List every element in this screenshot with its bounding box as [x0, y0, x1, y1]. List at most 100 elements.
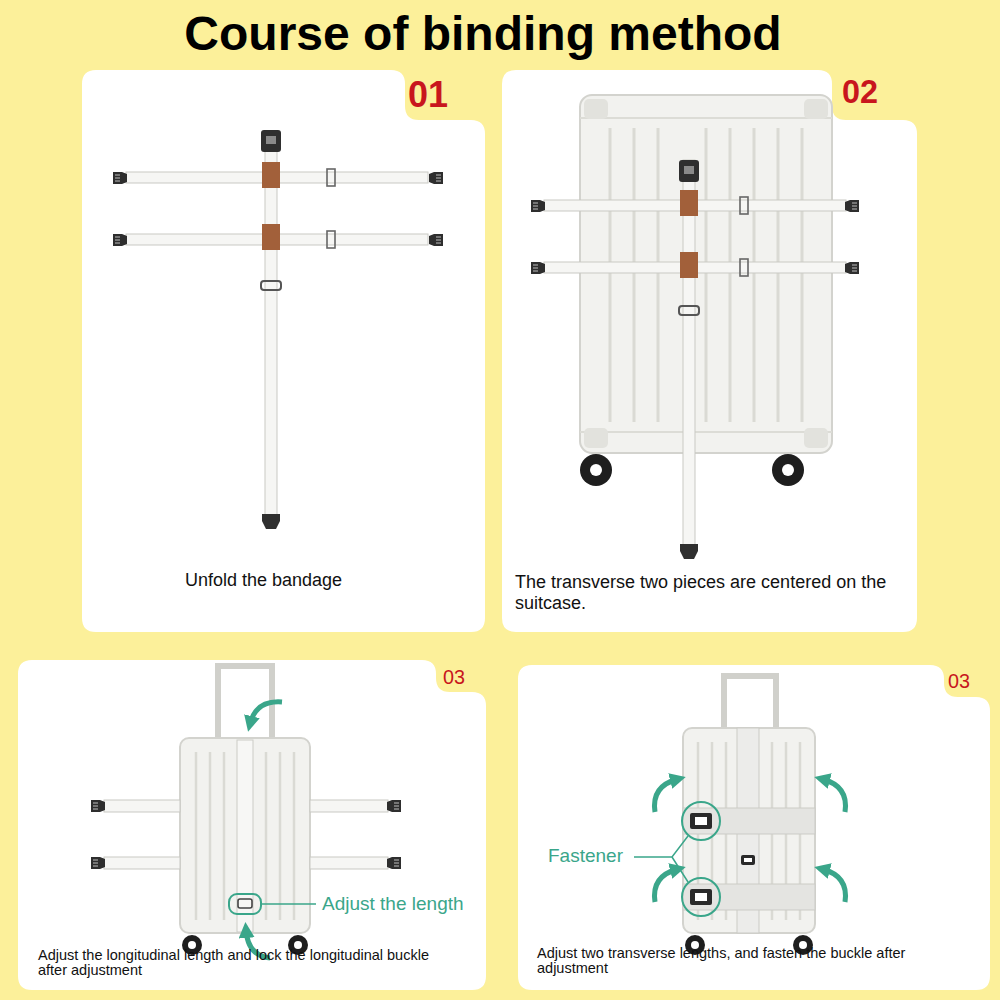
strap-set-part: [310, 857, 388, 869]
suitcase-part: [804, 99, 828, 119]
strap-set-part: [327, 169, 335, 186]
strap-set-part: [237, 740, 253, 932]
strap-set-part: [531, 200, 545, 212]
fastener-marker-part: [654, 869, 678, 902]
strap-set-part: [684, 166, 694, 174]
suitcase: [683, 676, 815, 955]
fastener-marker-part: [682, 878, 720, 916]
panel-shape: [502, 70, 917, 632]
fastener-marker-part: [822, 869, 846, 902]
strap-set-part: [845, 262, 859, 274]
suitcase-part: [685, 935, 705, 955]
suitcase-part: [772, 454, 804, 486]
strap-set-part: [91, 800, 105, 812]
strap-set-part: [261, 281, 281, 290]
strap-set-part: [690, 813, 712, 829]
strap-set-part: [327, 231, 335, 248]
strap-set-part: [683, 884, 815, 910]
strap-set-part: [690, 889, 712, 905]
step-caption: Adjust the longitudinal length and lock …: [38, 948, 458, 978]
strap-set-part: [104, 857, 180, 869]
callout-label: Fastener: [548, 845, 648, 867]
strap-set-part: [262, 162, 280, 188]
fastener-marker-part: [682, 802, 720, 840]
suitcase-part: [288, 935, 308, 955]
suitcase: [180, 666, 310, 955]
suitcase-part: [691, 941, 699, 949]
adjust-marker-part: [250, 702, 282, 724]
strap-set-part: [744, 858, 752, 862]
strap-set-part: [265, 148, 277, 516]
strap-set-part: [238, 899, 252, 908]
suitcase-part: [724, 676, 776, 728]
strap-set-part: [845, 200, 859, 212]
page-title: Course of binding method: [0, 6, 966, 61]
step-number: 03: [443, 666, 485, 689]
adjust-marker: [229, 702, 316, 958]
suitcase-part: [294, 941, 302, 949]
strap-set-part: [679, 306, 699, 315]
suitcase: [580, 95, 832, 486]
panel-shape: [82, 70, 485, 632]
strap-set-part: [741, 855, 755, 865]
strap-set-part: [429, 234, 443, 246]
panel-shape: [18, 660, 486, 990]
suitcase-part: [580, 454, 612, 486]
suitcase-part: [182, 935, 202, 955]
suitcase-part: [793, 935, 813, 955]
step-caption: The transverse two pieces are centered o…: [515, 572, 895, 613]
strap-set-part: [679, 160, 699, 182]
strap-set-part: [680, 190, 698, 216]
suitcase-part: [590, 464, 602, 476]
strap-set-part: [387, 800, 401, 812]
suitcase-part: [804, 428, 828, 448]
strap-set-part: [680, 544, 698, 559]
strap-set-part: [387, 857, 401, 869]
suitcase-part: [782, 464, 794, 476]
strap-set-part: [266, 136, 276, 144]
strap-set-part: [104, 800, 180, 812]
step-number: 02: [842, 74, 916, 111]
step-number: 01: [408, 74, 482, 115]
strap-set-part: [740, 259, 748, 276]
fastener-marker-part: [822, 779, 846, 812]
strap-set-part: [429, 172, 443, 184]
suitcase-part: [584, 428, 608, 448]
step-number: 03: [948, 670, 988, 693]
fastener-marker-part: [654, 779, 678, 812]
step-caption: Adjust two transverse lengths, and faste…: [537, 946, 977, 976]
adjust-marker-part: [246, 930, 270, 958]
strap-set-part: [683, 160, 695, 546]
strap-set-part: [113, 172, 127, 184]
strap-set-part: [683, 808, 815, 834]
strap-set-part: [695, 817, 707, 825]
strap-set: [683, 728, 815, 933]
suitcase-part: [580, 95, 832, 453]
step-panel: 01Unfold the bandage: [82, 70, 485, 632]
adjust-marker-part: [262, 903, 316, 905]
panel-shape: [518, 665, 990, 990]
callout-label: Adjust the length: [322, 893, 482, 915]
adjust-marker-part: [229, 894, 261, 914]
panel-outline: [82, 70, 485, 632]
strap-set-part: [531, 262, 545, 274]
suitcase-part: [584, 99, 608, 119]
suitcase-part: [610, 128, 802, 422]
strap-set-part: [91, 857, 105, 869]
strap-set: [91, 740, 401, 932]
strap-set-part: [262, 224, 280, 250]
strap-set-part: [695, 893, 707, 901]
strap-set-part: [262, 514, 280, 529]
strap-set: [531, 160, 859, 559]
suitcase-part: [799, 941, 807, 949]
fastener-marker: [634, 779, 846, 916]
step-caption: Unfold the bandage: [185, 570, 475, 591]
strap-set-part: [113, 234, 127, 246]
suitcase-part: [683, 728, 815, 933]
strap-set-part: [310, 800, 388, 812]
strap-set-part: [680, 252, 698, 278]
suitcase-part: [188, 941, 196, 949]
strap-set-part: [740, 197, 748, 214]
